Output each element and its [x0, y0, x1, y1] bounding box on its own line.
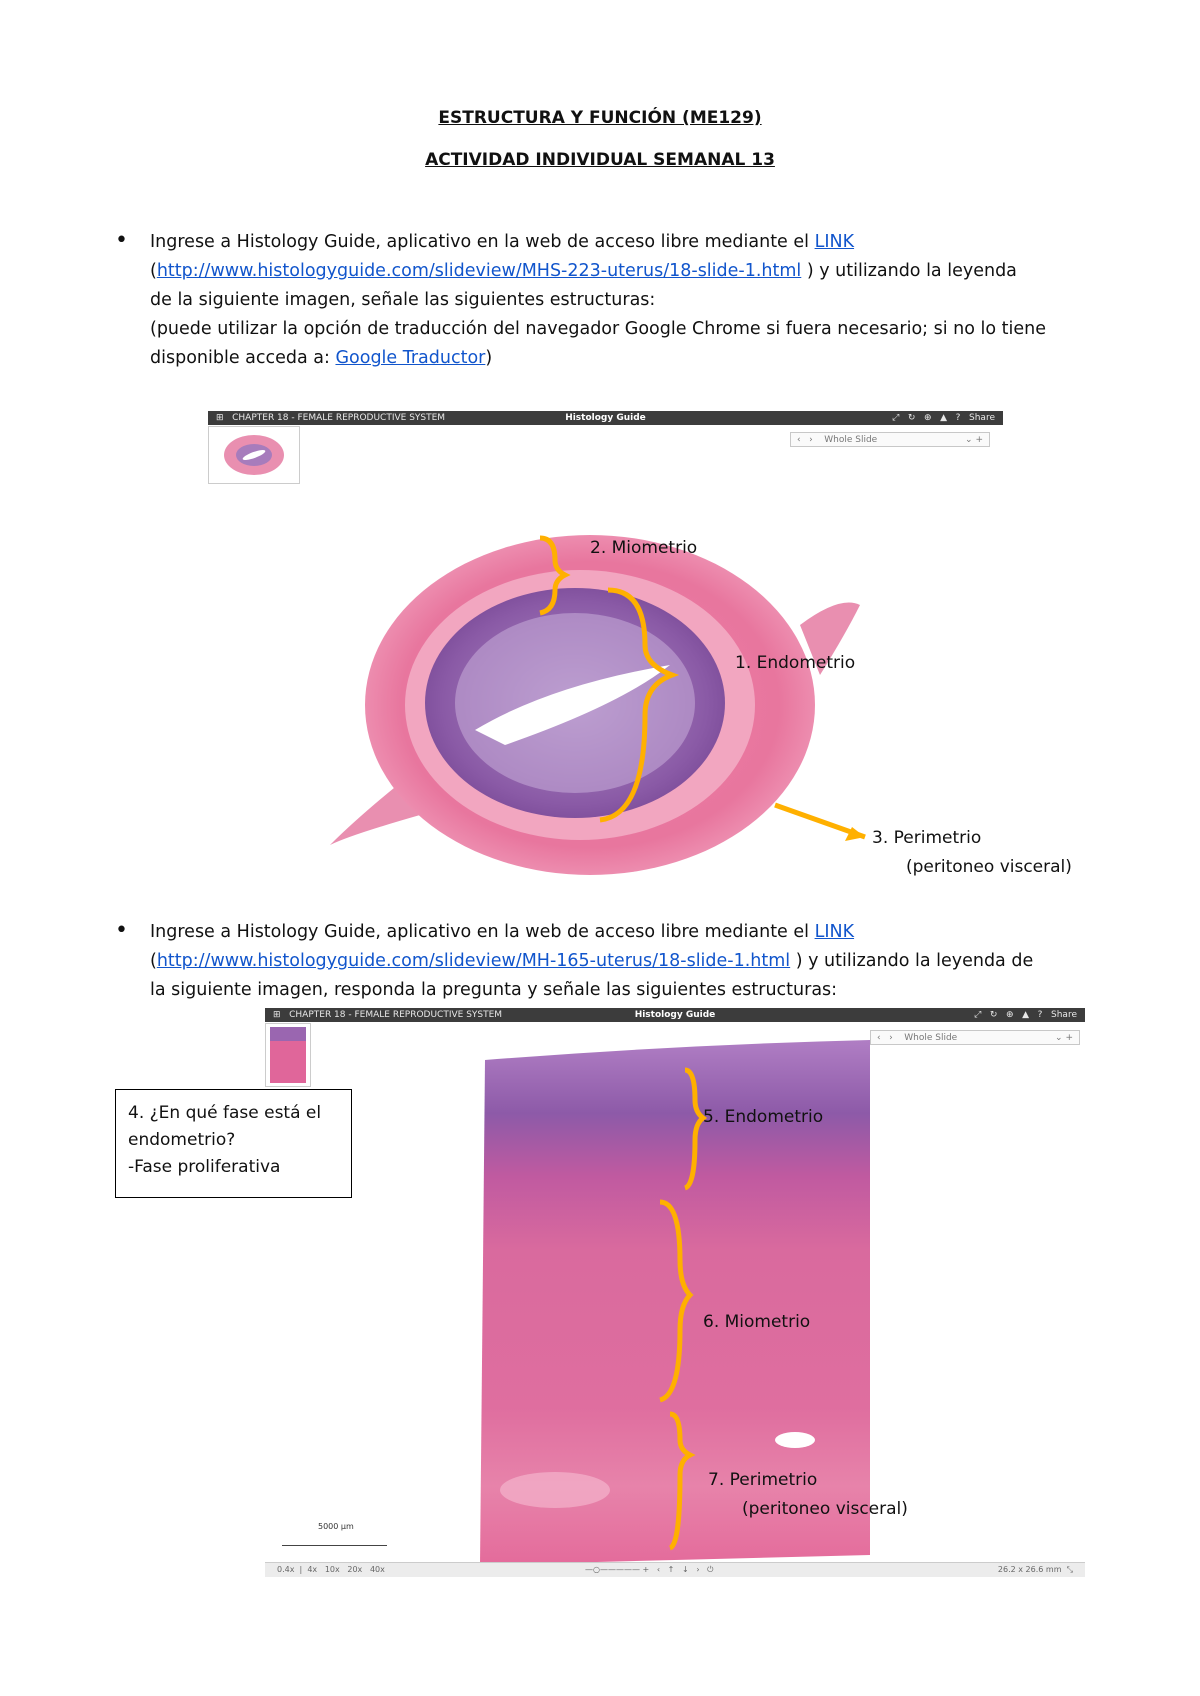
viewer2-thumbnail-image: [270, 1027, 306, 1083]
section1-line1: Ingrese a Histology Guide, aplicativo en…: [150, 232, 815, 252]
viewer2-toolbar: ⊞ CHAPTER 18 - FEMALE REPRODUCTIVE SYSTE…: [265, 1008, 1085, 1022]
label-perimetrium-1: 3. Perimetrio: [872, 828, 982, 848]
zoom-4x: 4x: [307, 1565, 318, 1574]
uterus-wall-section-image: [480, 1040, 870, 1565]
uterus-cross-section-image: [330, 535, 866, 875]
viewer1-share: Share: [969, 413, 995, 423]
viewer2-chapter: ⊞ CHAPTER 18 - FEMALE REPRODUCTIVE SYSTE…: [273, 1010, 503, 1020]
google-translator-link[interactable]: Google Traductor: [335, 348, 486, 368]
zoom-slider[interactable]: —○————— + ‹ ↑ ↓ › ⏻: [585, 1565, 714, 1574]
slide-dimensions: 26.2 x 26.6 mm ⤡: [997, 1565, 1073, 1574]
section2-text: Ingrese a Histology Guide, aplicativo en…: [150, 918, 1110, 1005]
zoom-level-list[interactable]: 0.4x | 4x 10x 20x 40x: [277, 1565, 385, 1574]
question-box: 4. ¿En qué fase está el endometrio? -Fas…: [115, 1089, 352, 1198]
viewer2-bottombar: 0.4x | 4x 10x 20x 40x —○————— + ‹ ↑ ↓ › …: [265, 1562, 1085, 1577]
section2-url[interactable]: http://www.histologyguide.com/slideview/…: [156, 951, 791, 971]
label-myometrium-1: 2. Miometrio: [590, 538, 698, 558]
viewer1-app-title: Histology Guide: [565, 413, 646, 423]
chevron-down-icon: ⌄ +: [965, 435, 983, 445]
bullet-2: •: [115, 918, 128, 943]
viewer2-thumbnail[interactable]: [265, 1023, 311, 1087]
viewer1-toolbar: ⊞ CHAPTER 18 - FEMALE REPRODUCTIVE SYSTE…: [208, 411, 1003, 425]
zoom-40x: 40x: [369, 1565, 385, 1574]
section1-line3: de la siguiente imagen, señale las sigui…: [150, 290, 656, 310]
section1-line4: (puede utilizar la opción de traducción …: [150, 319, 1046, 339]
zoom-0-4x: 0.4x: [277, 1565, 295, 1574]
myometrium-bracket-2: [659, 1199, 694, 1403]
viewer1-toolbar-icons[interactable]: ⤢ ↻ ⊕ ▲ ? Share: [892, 413, 995, 423]
section2-line3: la siguiente imagen, responda la pregunt…: [150, 980, 838, 1000]
label-endometrium-2: 5. Endometrio: [703, 1107, 824, 1127]
section1-line5: disponible acceda a:: [150, 348, 336, 368]
viewer2-share: Share: [1051, 1010, 1077, 1020]
question-line2: endometrio?: [128, 1130, 236, 1150]
zoom-10x: 10x: [324, 1565, 340, 1574]
myometrium-bracket-1: [539, 535, 571, 616]
label-perimetrium-2: 7. Perimetrio: [708, 1470, 818, 1490]
section2-line2: ) y utilizando la leyenda de: [790, 951, 1034, 971]
viewer2-dropdown-value: Whole Slide: [904, 1033, 958, 1043]
section1-link[interactable]: LINK: [814, 232, 855, 252]
chevron-down-icon: ⌄ +: [1055, 1033, 1073, 1043]
zoom-20x: 20x: [347, 1565, 363, 1574]
section1-url[interactable]: http://www.histologyguide.com/slideview/…: [156, 261, 802, 281]
viewer1-dropdown[interactable]: ‹ › Whole Slide ⌄ +: [790, 432, 990, 447]
viewer1-thumbnail[interactable]: [208, 426, 300, 484]
endometrium-bracket-2: [683, 1067, 708, 1191]
section2-link[interactable]: LINK: [814, 922, 855, 942]
viewer2-toolbar-icons[interactable]: ⤢ ↻ ⊕ ▲ ? Share: [974, 1010, 1077, 1020]
perimetrium-bracket-2: [668, 1411, 696, 1551]
scale-bar-label: 5000 µm: [318, 1522, 354, 1531]
document-title: ESTRUCTURA Y FUNCIÓN (ME129): [438, 108, 762, 128]
label-endometrium-1: 1. Endometrio: [735, 653, 856, 673]
label-perimetrium-1-sub: (peritoneo visceral): [906, 857, 1072, 877]
answer-text: -Fase proliferativa: [128, 1157, 281, 1177]
label-perimetrium-2-sub: (peritoneo visceral): [742, 1499, 908, 1519]
viewer1-chapter: ⊞ CHAPTER 18 - FEMALE REPRODUCTIVE SYSTE…: [216, 413, 446, 423]
viewer1-thumbnail-image: [224, 435, 284, 475]
question-line1: 4. ¿En qué fase está el: [128, 1103, 322, 1123]
label-myometrium-2: 6. Miometrio: [703, 1312, 811, 1332]
section1-text: Ingrese a Histology Guide, aplicativo en…: [150, 228, 1110, 373]
viewer2-app-title: Histology Guide: [634, 1010, 716, 1020]
section2-line1: Ingrese a Histology Guide, aplicativo en…: [150, 922, 815, 942]
viewer1-dropdown-value: Whole Slide: [824, 435, 878, 445]
section1-line2: ) y utilizando la leyenda: [801, 261, 1017, 281]
scale-bar: [282, 1535, 387, 1546]
viewer2-dropdown[interactable]: ‹ › Whole Slide ⌄ +: [870, 1030, 1080, 1045]
document-subtitle: ACTIVIDAD INDIVIDUAL SEMANAL 13: [425, 150, 775, 170]
bullet-1: •: [115, 228, 128, 253]
endometrium-bracket-1: [599, 587, 680, 823]
